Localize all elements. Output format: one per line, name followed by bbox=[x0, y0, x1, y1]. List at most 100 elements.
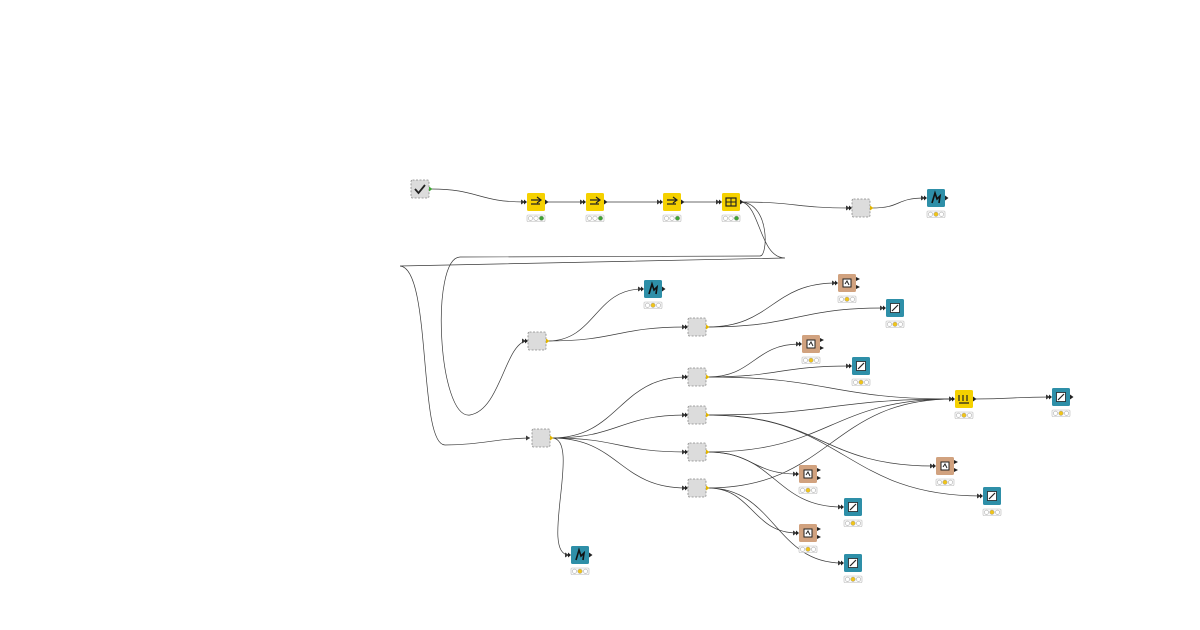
scorer-node[interactable] bbox=[849, 357, 871, 386]
output-port[interactable] bbox=[945, 195, 949, 201]
metanode[interactable] bbox=[685, 317, 710, 337]
connection-line[interactable] bbox=[707, 487, 798, 534]
connection-line[interactable] bbox=[871, 197, 926, 209]
metanode[interactable] bbox=[685, 367, 710, 387]
learner-node[interactable] bbox=[568, 546, 593, 575]
metanode[interactable] bbox=[849, 198, 874, 218]
node-body[interactable] bbox=[955, 390, 973, 408]
metanode[interactable] bbox=[685, 478, 710, 498]
input-port[interactable] bbox=[525, 338, 528, 344]
metanode[interactable] bbox=[685, 405, 710, 425]
node-body[interactable] bbox=[687, 317, 707, 337]
manipulator-node[interactable] bbox=[524, 193, 549, 222]
input-port[interactable] bbox=[685, 449, 688, 455]
predictor-node[interactable] bbox=[796, 465, 821, 494]
component-node[interactable] bbox=[410, 179, 433, 199]
input-port[interactable] bbox=[841, 504, 844, 510]
connection-line[interactable] bbox=[399, 201, 786, 446]
output-port[interactable] bbox=[589, 552, 593, 558]
scorer-node[interactable] bbox=[1049, 388, 1074, 417]
connection-line[interactable] bbox=[707, 307, 885, 328]
output-port[interactable] bbox=[550, 435, 554, 441]
input-port[interactable] bbox=[980, 493, 983, 499]
input-port[interactable] bbox=[568, 552, 571, 558]
connection-line[interactable] bbox=[551, 376, 687, 439]
input-port[interactable] bbox=[952, 396, 955, 402]
connection-line[interactable] bbox=[707, 365, 851, 378]
connection-line[interactable] bbox=[707, 343, 801, 378]
input-port[interactable] bbox=[685, 374, 688, 380]
connection-line[interactable] bbox=[547, 326, 687, 342]
input-port[interactable] bbox=[849, 363, 852, 369]
connection-line[interactable] bbox=[707, 414, 982, 497]
output-port[interactable] bbox=[954, 460, 958, 472]
node-body[interactable] bbox=[531, 428, 551, 448]
connection-line[interactable] bbox=[707, 282, 837, 328]
output-port[interactable] bbox=[856, 277, 860, 289]
input-port[interactable] bbox=[924, 195, 927, 201]
input-port[interactable] bbox=[849, 205, 852, 211]
node-body[interactable] bbox=[527, 331, 547, 351]
manipulator-node[interactable] bbox=[583, 193, 608, 222]
metanode[interactable] bbox=[685, 442, 710, 462]
input-port[interactable] bbox=[796, 471, 799, 477]
learner-node[interactable] bbox=[924, 189, 949, 218]
node-body[interactable] bbox=[410, 179, 430, 199]
manipulator-node[interactable] bbox=[952, 390, 977, 419]
node-body[interactable] bbox=[586, 193, 604, 211]
input-port[interactable] bbox=[799, 341, 802, 347]
input-port[interactable] bbox=[1049, 394, 1052, 400]
connection-line[interactable] bbox=[547, 288, 643, 342]
output-port[interactable] bbox=[706, 374, 710, 380]
connection-line[interactable] bbox=[551, 437, 687, 489]
node-body[interactable] bbox=[663, 193, 681, 211]
scorer-node[interactable] bbox=[883, 299, 905, 328]
output-port[interactable] bbox=[973, 396, 977, 402]
manipulator-node[interactable] bbox=[719, 193, 744, 222]
node-body[interactable] bbox=[687, 442, 707, 462]
input-port[interactable] bbox=[719, 199, 722, 205]
predictor-node[interactable] bbox=[835, 274, 860, 303]
output-port[interactable] bbox=[681, 199, 685, 205]
node-body[interactable] bbox=[687, 367, 707, 387]
output-port[interactable] bbox=[740, 199, 744, 205]
connection-line[interactable] bbox=[707, 376, 954, 400]
output-port[interactable] bbox=[604, 199, 608, 205]
output-port[interactable] bbox=[706, 324, 710, 330]
node-body[interactable] bbox=[687, 405, 707, 425]
connection-line[interactable] bbox=[551, 414, 687, 439]
input-port[interactable] bbox=[883, 305, 886, 311]
output-port[interactable] bbox=[662, 286, 666, 292]
input-port[interactable] bbox=[685, 324, 688, 330]
connection-line[interactable] bbox=[707, 398, 954, 489]
output-port[interactable] bbox=[706, 449, 710, 455]
output-port[interactable] bbox=[817, 527, 821, 539]
output-port[interactable] bbox=[545, 199, 549, 205]
output-port[interactable] bbox=[706, 485, 710, 491]
output-port[interactable] bbox=[1070, 394, 1074, 400]
input-port[interactable] bbox=[583, 199, 586, 205]
manipulator-node[interactable] bbox=[660, 193, 685, 222]
output-port[interactable] bbox=[546, 338, 550, 344]
input-port[interactable] bbox=[835, 280, 838, 286]
connection-line[interactable] bbox=[707, 398, 954, 453]
connection-line[interactable] bbox=[707, 451, 843, 508]
scorer-node[interactable] bbox=[841, 554, 863, 583]
scorer-node[interactable] bbox=[980, 487, 1002, 516]
output-port[interactable] bbox=[820, 338, 824, 350]
input-port[interactable] bbox=[796, 530, 799, 536]
metanode[interactable] bbox=[525, 331, 550, 351]
connection-line[interactable] bbox=[551, 437, 687, 453]
input-port[interactable] bbox=[660, 199, 663, 205]
connection-line[interactable] bbox=[430, 188, 526, 203]
connection-line[interactable] bbox=[707, 398, 954, 416]
predictor-node[interactable] bbox=[933, 457, 958, 486]
metanode[interactable] bbox=[531, 428, 554, 448]
output-port[interactable] bbox=[817, 468, 821, 480]
connection-line[interactable] bbox=[741, 201, 851, 209]
input-port[interactable] bbox=[524, 199, 527, 205]
connection-line[interactable] bbox=[707, 487, 843, 564]
learner-node[interactable] bbox=[641, 280, 666, 309]
predictor-node[interactable] bbox=[796, 524, 821, 553]
